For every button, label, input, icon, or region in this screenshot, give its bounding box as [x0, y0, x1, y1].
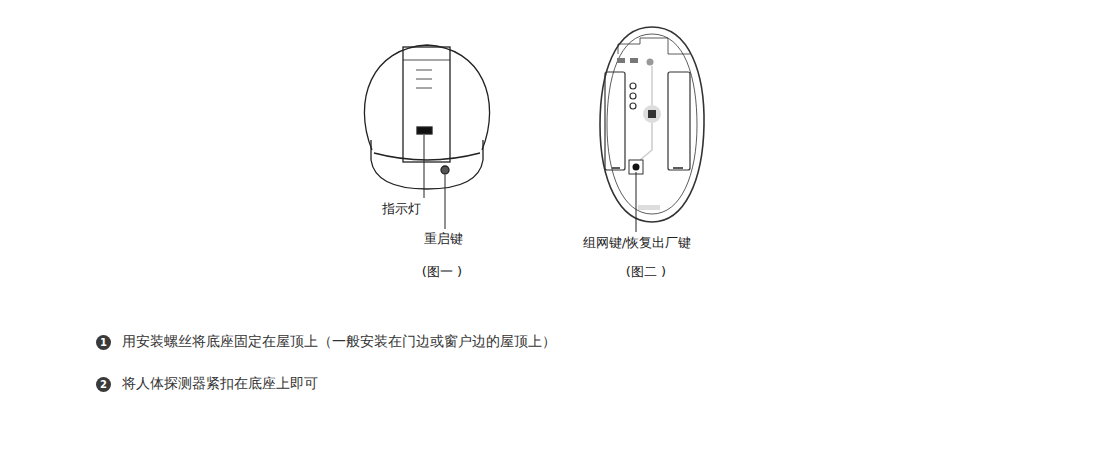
inner-outline	[607, 34, 697, 214]
figure-caption: (图一 )	[422, 264, 462, 280]
top-notch	[618, 38, 690, 54]
sensor-chip	[648, 110, 656, 118]
hole	[630, 93, 636, 99]
callout-number: 1	[96, 335, 111, 350]
part-label: 组网键/恢复出厂键	[583, 235, 691, 251]
callout-digit: 1	[100, 337, 107, 348]
detector-dome	[364, 45, 489, 150]
figure-two	[600, 27, 704, 232]
battery-mark	[673, 167, 683, 169]
detector-base	[371, 140, 483, 189]
sensor-pad	[643, 105, 661, 123]
band-line	[403, 60, 450, 61]
vent-line	[416, 70, 432, 71]
screw-hole	[647, 59, 654, 66]
trace	[640, 123, 652, 160]
leader-line	[424, 135, 425, 198]
base-seam	[374, 153, 480, 160]
callout-number: 2	[96, 377, 111, 392]
vent-line	[416, 88, 432, 89]
figure-caption: (图二 )	[626, 264, 666, 280]
battery-mark	[612, 167, 620, 169]
hole	[630, 103, 636, 109]
hole	[630, 83, 636, 89]
step-text: 用安装螺丝将底座固定在屋顶上（一般安装在门边或窗户边的屋顶上）	[122, 333, 556, 350]
part-label: 指示灯	[382, 201, 421, 217]
label-area	[638, 205, 660, 210]
vent-line	[416, 79, 432, 80]
battery-slot	[668, 72, 690, 170]
contact	[617, 58, 625, 63]
pair-key	[633, 164, 640, 171]
figure-one	[364, 45, 489, 229]
contact	[630, 58, 638, 63]
base-outline	[600, 27, 704, 222]
leader-line	[445, 175, 446, 229]
callout-digit: 2	[100, 379, 107, 390]
reset-key	[441, 166, 449, 174]
front-band	[403, 47, 450, 162]
trace	[651, 66, 653, 105]
battery-slot	[605, 72, 625, 170]
pair-key-frame	[629, 160, 643, 174]
leader-line	[636, 172, 637, 232]
part-label: 重启键	[424, 231, 463, 247]
indicator-light	[417, 127, 432, 134]
step-text: 将人体探测器紧扣在底座上即可	[122, 375, 318, 392]
